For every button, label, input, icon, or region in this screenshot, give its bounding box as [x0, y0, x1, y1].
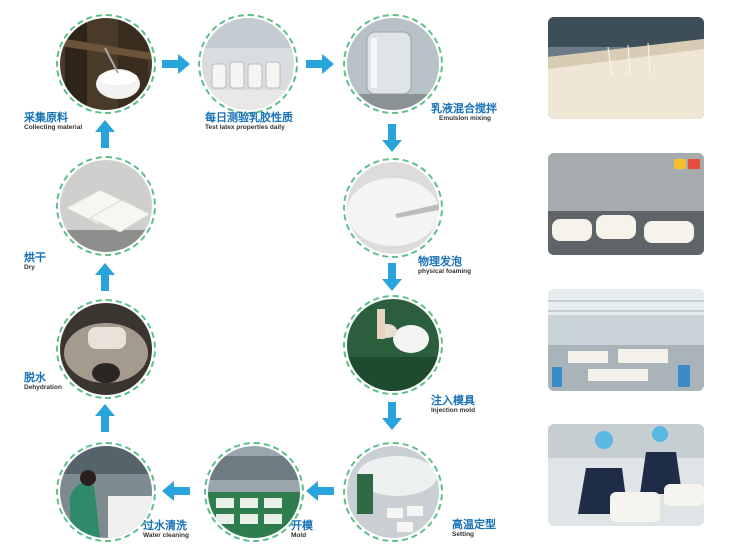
setting-photo — [347, 446, 439, 538]
foaming-photo — [347, 162, 439, 254]
arrow-left-icon — [306, 481, 334, 501]
arrow-down-icon — [382, 402, 402, 430]
collecting-photo — [60, 18, 152, 110]
arrow-right-icon — [162, 54, 190, 74]
step-injection — [343, 295, 443, 395]
dehydration-photo — [60, 303, 152, 395]
step-dry — [56, 156, 156, 256]
factory-photo-oven — [548, 153, 704, 255]
dry-photo — [60, 160, 152, 252]
step-collecting — [56, 14, 156, 114]
arrow-down-icon — [382, 124, 402, 152]
step-cleaning — [56, 442, 156, 542]
factory-photo-conveyor — [548, 17, 704, 119]
injection-photo — [347, 299, 439, 391]
testing-photo — [202, 18, 294, 110]
emulsion-photo — [347, 18, 439, 110]
factory-photo-workers — [548, 424, 704, 526]
step-mold — [204, 442, 304, 542]
step-foaming — [343, 158, 443, 258]
arrow-up-icon — [95, 404, 115, 432]
cleaning-photo — [60, 446, 152, 538]
mold-photo — [208, 446, 300, 538]
arrow-up-icon — [95, 263, 115, 291]
factory-photo-hall — [548, 289, 704, 391]
step-emulsion — [343, 14, 443, 114]
step-setting — [343, 442, 443, 542]
arrow-left-icon — [162, 481, 190, 501]
arrow-down-icon — [382, 263, 402, 291]
arrow-up-icon — [95, 120, 115, 148]
arrow-right-icon — [306, 54, 334, 74]
step-testing — [198, 14, 298, 114]
step-dehydration — [56, 299, 156, 399]
